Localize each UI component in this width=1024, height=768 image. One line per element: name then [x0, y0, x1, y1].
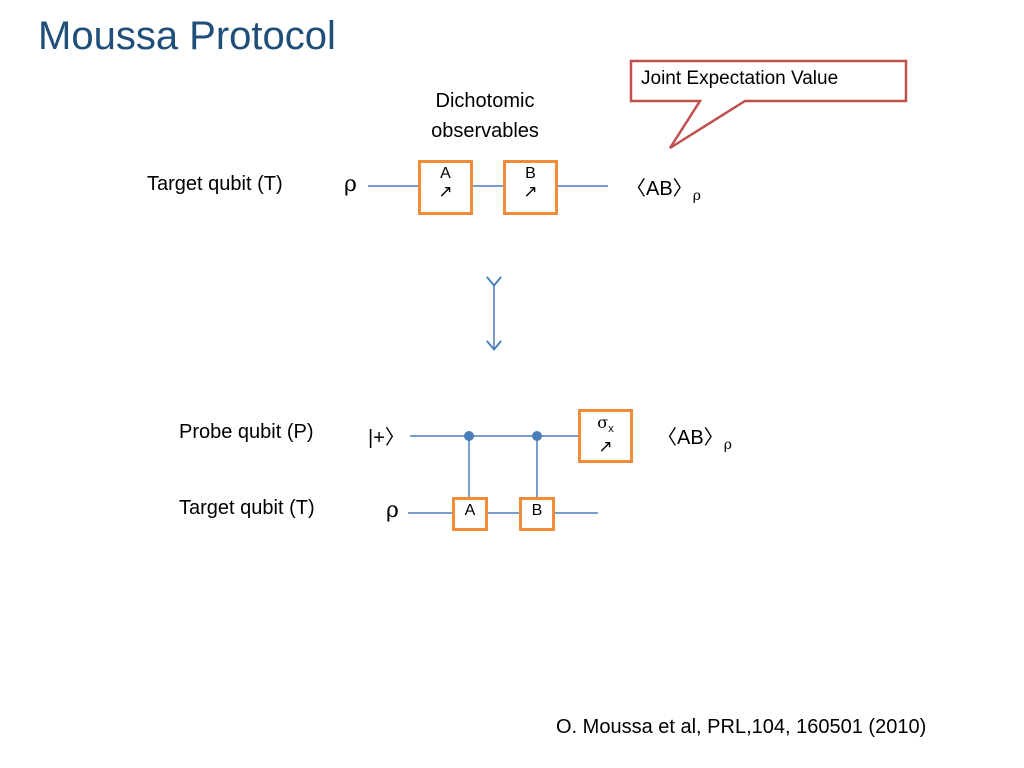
bottom-gate-a: A [452, 497, 488, 531]
bottom-input-state: ρ [386, 498, 399, 523]
dichotomic-observables-label: Dichotomic observables [420, 86, 550, 146]
sigma-symbol: σ [597, 413, 609, 432]
measurement-meter-icon: ↗ [438, 182, 453, 202]
top-gate-a: A ↗ [418, 160, 473, 215]
bottom-gate-a-label: A [464, 502, 476, 519]
bottom-output-main: 〈AB〉 [657, 427, 724, 449]
top-output-main: 〈AB〉 [626, 178, 693, 200]
page-title: Moussa Protocol [38, 14, 336, 58]
citation: O. Moussa et al, PRL,104, 160501 (2010) [556, 716, 927, 738]
top-target-qubit-label: Target qubit (T) [147, 173, 283, 195]
callout-text: Joint Expectation Value [641, 68, 839, 89]
dichotomic-line-1: Dichotomic [435, 90, 535, 112]
measurement-meter-icon: ↗ [598, 437, 613, 458]
bottom-gate-b: B [519, 497, 555, 531]
probe-qubit-label: Probe qubit (P) [179, 421, 314, 443]
top-output-sub: ρ [692, 188, 701, 204]
sigma-x-measurement-gate: σx ↗ [578, 409, 633, 463]
control-dot-a [464, 431, 474, 441]
top-output-expectation: 〈AB〉ρ [626, 172, 701, 204]
control-dot-b [532, 431, 542, 441]
bottom-output-expectation: 〈AB〉ρ [657, 421, 732, 453]
top-gate-b-label: B [525, 165, 536, 182]
bottom-target-qubit-label: Target qubit (T) [179, 497, 315, 519]
bottom-gate-b-label: B [531, 502, 543, 519]
sigma-x-label: σx [581, 414, 630, 438]
top-input-state: ρ [344, 172, 357, 197]
top-gate-a-label: A [440, 165, 451, 182]
sigma-subscript: x [608, 423, 614, 436]
top-gate-b: B ↗ [503, 160, 558, 215]
dichotomic-line-2: observables [431, 120, 539, 142]
callout-shape [629, 59, 908, 150]
measurement-meter-icon: ↗ [523, 182, 538, 202]
probe-state: |+〉 [368, 427, 405, 449]
bottom-output-sub: ρ [723, 437, 732, 453]
